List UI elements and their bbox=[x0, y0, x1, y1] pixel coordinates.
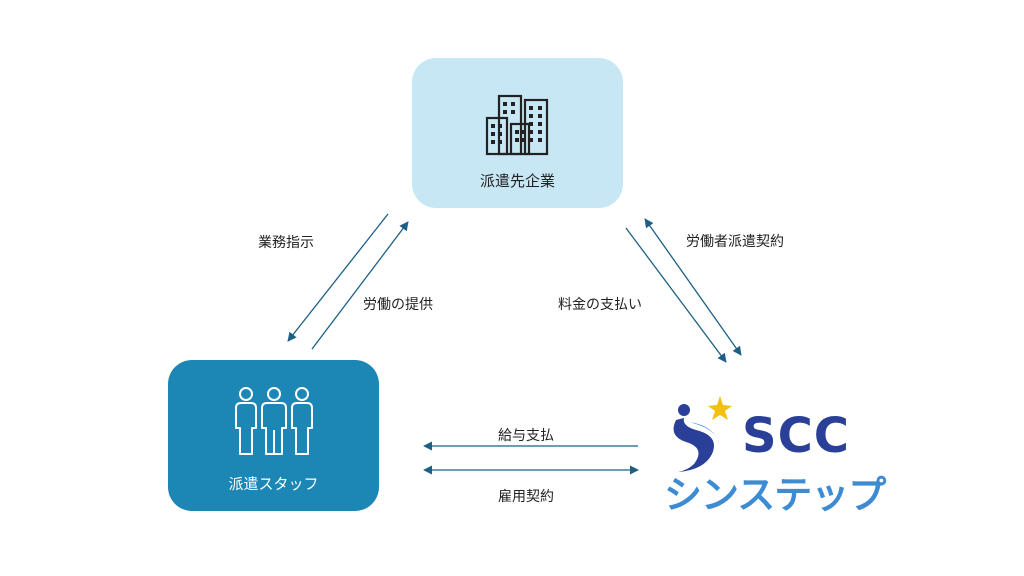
client-company-node: 派遣先企業 bbox=[412, 58, 623, 208]
people-group-icon bbox=[235, 387, 313, 455]
scc-synstep-logo: SCC シンステップ bbox=[660, 390, 890, 520]
work-instruction-label: 業務指示 bbox=[258, 235, 314, 251]
client-company-label: 派遣先企業 bbox=[479, 172, 555, 190]
logo-brand-kana: シンステップ bbox=[664, 473, 886, 517]
salary-payment-label: 給与支払 bbox=[498, 428, 554, 444]
dispatch-contract-label: 労働者派遣契約 bbox=[686, 234, 784, 250]
dispatch-staff-label: 派遣スタッフ bbox=[228, 475, 319, 493]
logo-brand-text: SCC bbox=[742, 408, 851, 464]
dispatch-contract-arrow bbox=[644, 218, 742, 356]
work-instruction-arrow bbox=[287, 213, 389, 342]
swoosh-star-logo bbox=[673, 396, 732, 472]
dispatch-staff-node: 派遣スタッフ bbox=[168, 360, 379, 511]
employment-contract-label: 雇用契約 bbox=[498, 489, 554, 505]
fee-payment-label: 料金の支払い bbox=[558, 297, 642, 313]
office-buildings-icon bbox=[485, 94, 549, 156]
labor-provision-label: 労働の提供 bbox=[363, 297, 433, 313]
labor-provision-arrow bbox=[311, 221, 409, 350]
